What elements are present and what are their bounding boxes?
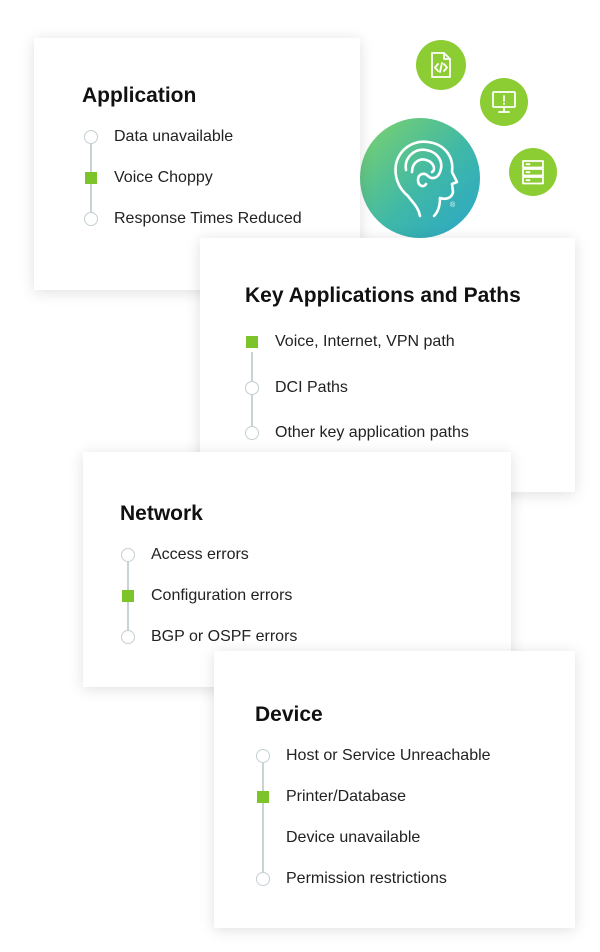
- ai-head-icon: [394, 140, 459, 218]
- timeline-circle-marker: [256, 872, 270, 886]
- monitor-alert-icon: [492, 91, 516, 113]
- item-label: Host or Service Unreachable: [286, 747, 491, 764]
- list-item: DCI Paths: [245, 378, 348, 398]
- timeline-circle-marker: [84, 212, 98, 226]
- application-card: Application Data unavailable Voice Chopp…: [34, 38, 360, 290]
- item-label: Data unavailable: [114, 128, 234, 145]
- timeline-circle-marker: [245, 426, 259, 440]
- item-label: Permission restrictions: [286, 870, 447, 887]
- code-file-icon: [431, 52, 451, 78]
- item-label: Access errors: [151, 546, 249, 563]
- timeline-square-marker: [85, 172, 97, 184]
- key-applications-title: Key Applications and Paths: [245, 284, 521, 307]
- timeline-square-marker: [257, 791, 269, 803]
- list-item: Permission restrictions: [256, 869, 447, 889]
- list-item: Host or Service Unreachable: [256, 746, 491, 766]
- list-item: Access errors: [121, 545, 249, 565]
- application-title: Application: [82, 84, 197, 107]
- timeline-circle-marker: [84, 130, 98, 144]
- item-label: Other key application paths: [275, 424, 469, 441]
- item-label: Response Times Reduced: [114, 210, 302, 227]
- list-item: Voice Choppy: [84, 168, 213, 188]
- timeline-square-marker: [246, 336, 258, 348]
- item-label: Voice, Internet, VPN path: [275, 333, 455, 350]
- network-title: Network: [120, 502, 203, 525]
- list-item: Response Times Reduced: [84, 209, 302, 229]
- list-item: Voice, Internet, VPN path: [245, 332, 455, 352]
- network-card: Network Access errors Configuration erro…: [83, 452, 511, 687]
- registered-mark: ®: [450, 202, 456, 209]
- code-file-badge: [416, 40, 466, 90]
- server-badge: [509, 148, 557, 196]
- item-label: Voice Choppy: [114, 169, 213, 186]
- item-label: BGP or OSPF errors: [151, 628, 298, 645]
- timeline-circle-marker: [256, 749, 270, 763]
- item-label: DCI Paths: [275, 379, 348, 396]
- timeline-circle-marker: [245, 381, 259, 395]
- list-item: Other key application paths: [245, 423, 469, 443]
- key-applications-card: Key Applications and Paths Voice, Intern…: [200, 238, 575, 492]
- item-label: Device unavailable: [286, 829, 421, 846]
- timeline-circle-marker: [121, 548, 135, 562]
- server-icon: [522, 160, 544, 185]
- monitor-alert-badge: [480, 78, 528, 126]
- device-card: Device Host or Service Unreachable Print…: [214, 651, 575, 928]
- list-item: Printer/Database: [256, 787, 406, 807]
- timeline-square-marker: [122, 590, 134, 602]
- device-timeline: [262, 763, 264, 877]
- list-item: Configuration errors: [121, 586, 292, 606]
- item-label: Configuration errors: [151, 587, 293, 604]
- list-item: BGP or OSPF errors: [121, 627, 297, 647]
- timeline-circle-marker: [121, 630, 135, 644]
- list-item: Device unavailable: [256, 828, 420, 848]
- ai-head-circle: ®: [360, 118, 480, 238]
- item-label: Printer/Database: [286, 788, 407, 805]
- device-title: Device: [255, 703, 323, 726]
- list-item: Data unavailable: [84, 127, 233, 147]
